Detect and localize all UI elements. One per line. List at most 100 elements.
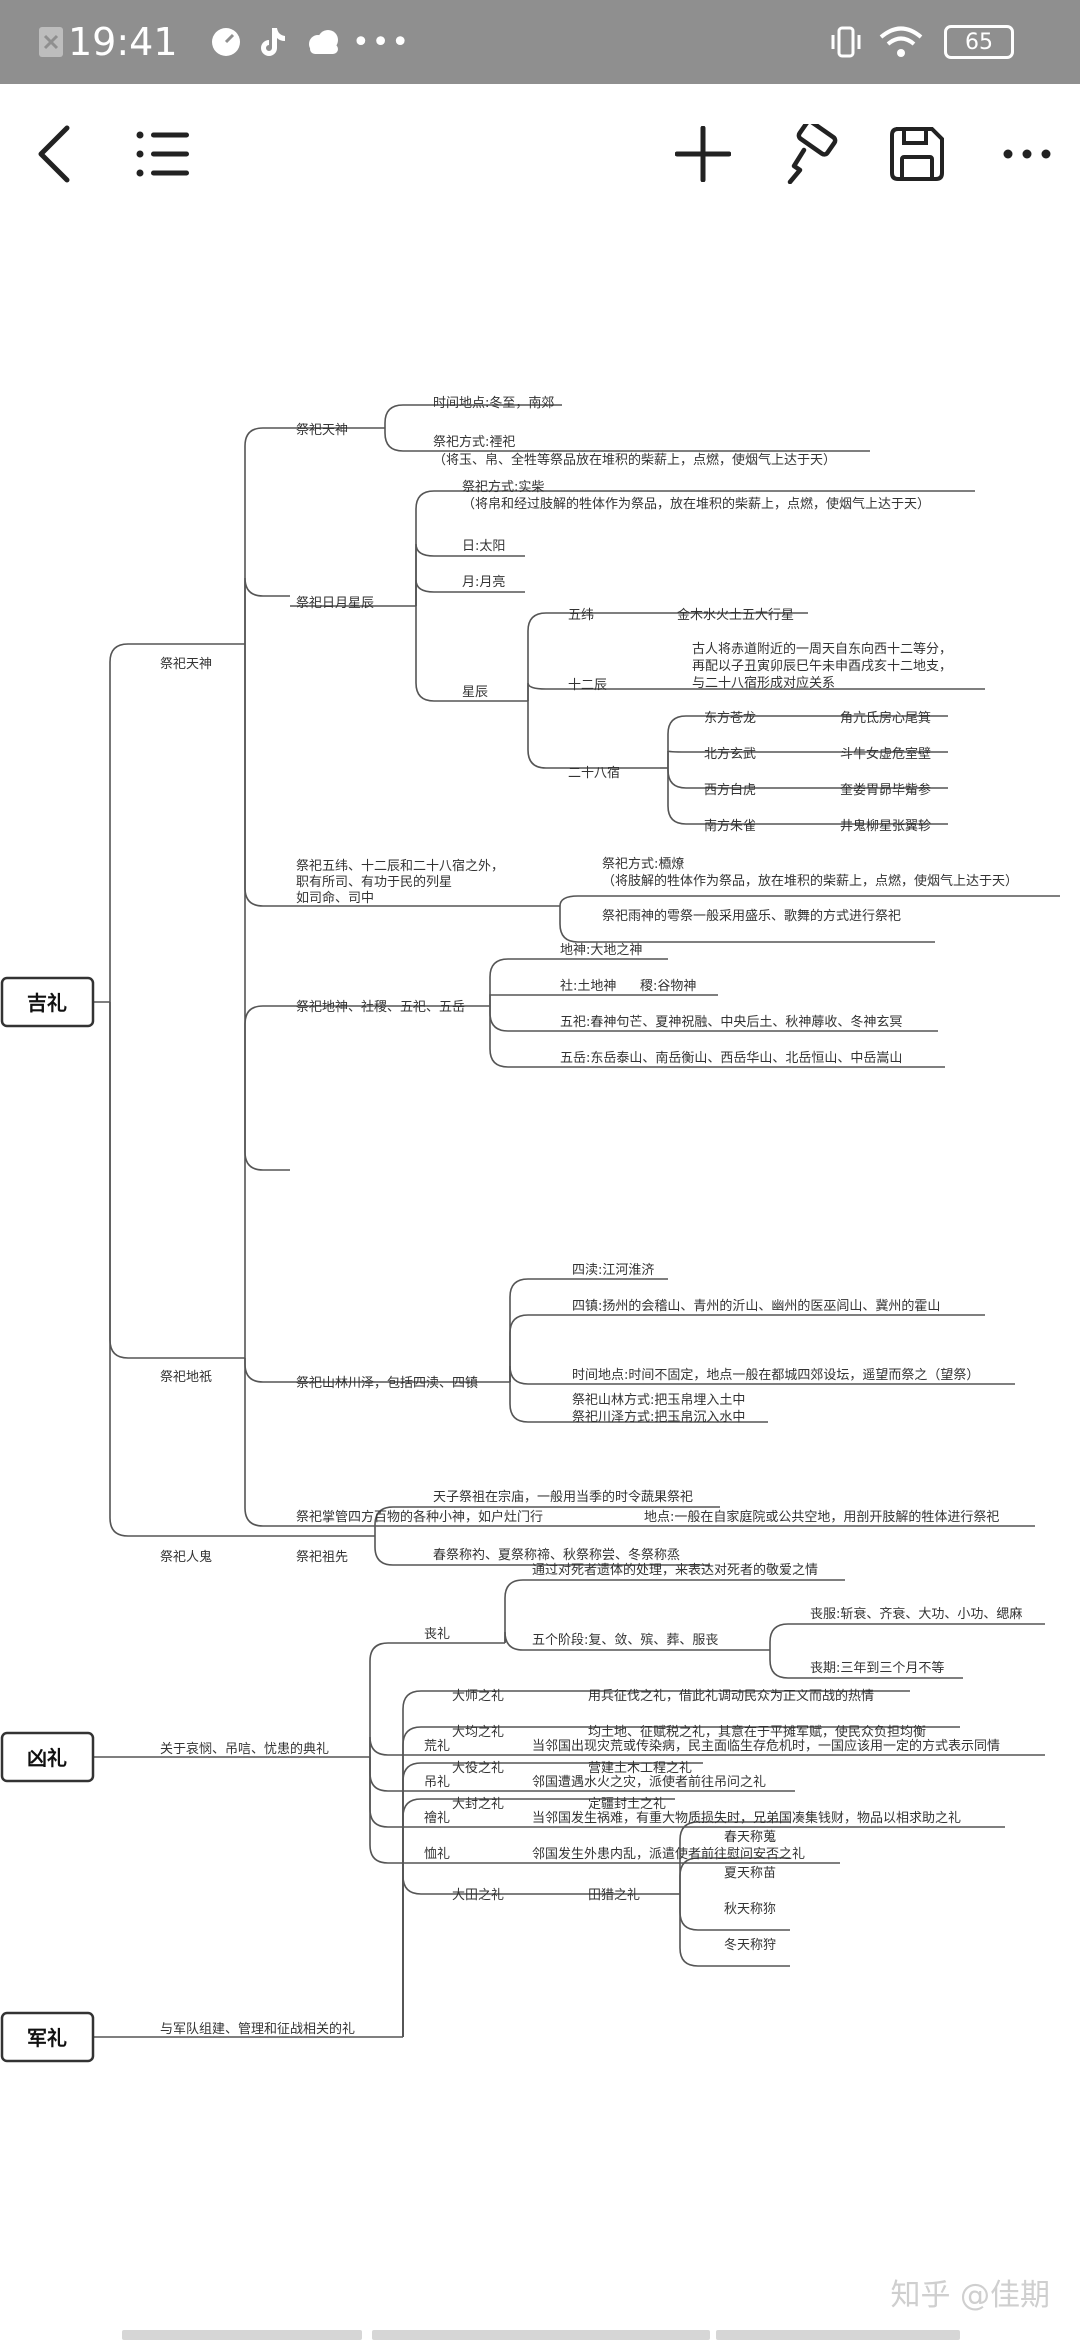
battery-icon: 65 <box>944 0 1014 84</box>
node-south[interactable]: 南方朱雀 <box>704 818 756 834</box>
more-options-button[interactable] <box>992 84 1062 224</box>
node-sidu[interactable]: 四渎:江河淮济 <box>572 1263 654 1278</box>
list-icon <box>136 131 189 177</box>
save-button[interactable] <box>884 84 950 224</box>
status-time: 19:41 <box>68 20 178 64</box>
node-xuli[interactable]: 恤礼 <box>424 1846 450 1862</box>
node-sangli[interactable]: 丧礼 <box>424 1626 450 1642</box>
root-node-xiongli[interactable]: 凶礼 <box>0 1731 95 1783</box>
node-spring[interactable]: 春天称蒐 <box>724 1830 776 1845</box>
node-dajun[interactable]: 大均之礼 <box>452 1724 504 1740</box>
node-riyue-method[interactable]: 祭祀方式:实柴 <box>462 479 544 495</box>
node-xingchen[interactable]: 星辰 <box>462 685 488 700</box>
floppy-disk-icon <box>890 127 944 181</box>
node-seasons[interactable]: 春祭称礿、夏祭称禘、秋祭称尝、冬祭称烝 <box>433 1547 680 1563</box>
page-indicator-1 <box>122 2330 362 2340</box>
node-diqi[interactable]: 祭祀地祇 <box>160 1370 212 1385</box>
node-sangli-2[interactable]: 五个阶段:复、敛、殡、葬、服丧 <box>532 1632 718 1648</box>
root-node-junli[interactable]: 军礼 <box>0 2011 95 2063</box>
node-tianzi[interactable]: 天子祭祖在宗庙，一般用当季的时令蔬果祭祀 <box>433 1489 693 1505</box>
node-sangfu[interactable]: 丧服:斩衰、齐衰、大功、小功、缌麻 <box>810 1606 1022 1622</box>
node-wusi[interactable]: 五祀:春神句芒、夏神祝融、中央后土、秋神蓐收、冬神玄冥 <box>560 1014 902 1030</box>
more-status-icon: ••• <box>352 24 412 60</box>
node-east[interactable]: 东方苍龙 <box>704 710 756 726</box>
node-south-desc[interactable]: 井鬼柳星张翼轸 <box>840 818 931 834</box>
node-guili-desc[interactable]: 当邻国发生祸难，有重大物质损失时，兄弟国凑集钱财，物品以相求助之礼 <box>532 1810 961 1826</box>
plus-icon <box>675 126 731 182</box>
node-dashi-desc[interactable]: 用兵征伐之礼，借此礼调动民众为正义而战的热情 <box>588 1688 874 1704</box>
node-diaoli-desc[interactable]: 邻国遭遇水火之灾，派使者前往吊问之礼 <box>532 1774 766 1790</box>
node-dashi[interactable]: 大师之礼 <box>452 1688 504 1704</box>
node-rain[interactable]: 祭祀雨神的雩祭一般采用盛乐、歌舞的方式进行祭祀 <box>602 908 901 924</box>
node-ji[interactable]: 稷:谷物神 <box>640 978 696 994</box>
root-label-junli: 军礼 <box>27 2026 67 2050</box>
node-other-method[interactable]: 祭祀方式:槱燎 <box>602 856 684 872</box>
node-junli-desc[interactable]: 与军队组建、管理和征战相关的礼 <box>160 2021 355 2037</box>
node-huangli-desc[interactable]: 当邻国出现灾荒或传染病，民主面临生存危机时，一国应该用一定的方式表示同情 <box>532 1738 1000 1754</box>
node-other[interactable]: 祭祀五纬、十二辰和二十八宿之外， <box>296 858 504 874</box>
page-indicator-3 <box>716 2330 960 2340</box>
node-riyue[interactable]: 祭祀日月星辰 <box>296 596 374 611</box>
node-dayi[interactable]: 大役之礼 <box>452 1760 504 1776</box>
node-tian-method[interactable]: 祭祀方式:禋祀 <box>433 434 515 450</box>
format-painter-button[interactable] <box>778 84 844 224</box>
node-tianlie[interactable]: 田猎之礼 <box>588 1887 640 1903</box>
node-zuxian[interactable]: 祭祀祖先 <box>296 1550 348 1565</box>
node-tian-time[interactable]: 时间地点:冬至，南郊 <box>433 395 554 411</box>
back-button[interactable] <box>20 84 90 224</box>
node-she[interactable]: 社:土地神 <box>560 978 616 994</box>
node-shierchen[interactable]: 十二辰 <box>568 678 607 693</box>
node-tian[interactable]: 祭祀天神 <box>296 423 348 438</box>
node-guili[interactable]: 禬礼 <box>424 1810 450 1826</box>
node-autumn[interactable]: 秋天称狝 <box>724 1902 776 1917</box>
cloud-icon <box>304 0 344 84</box>
node-sun[interactable]: 日:太阳 <box>462 539 505 554</box>
node-xiongli-desc[interactable]: 关于哀悯、吊唁、忧患的典礼 <box>160 1741 329 1757</box>
node-sheji[interactable]: 祭祀地神、社稷、五祀、五岳 <box>296 999 465 1015</box>
node-dishen[interactable]: 地神:大地之神 <box>560 943 642 958</box>
paint-roller-icon <box>787 124 838 184</box>
node-other-method-desc: （将肢解的牲体作为祭品，放在堆积的柴薪上，点燃，使烟气上达于天） <box>602 873 1018 889</box>
node-wuyue[interactable]: 五岳:东岳泰山、南岳衡山、西岳华山、北岳恒山、中岳嵩山 <box>560 1050 902 1066</box>
node-shanlin-time[interactable]: 时间地点:时间不固定，地点一般在都城四郊设坛，遥望而祭之（望祭） <box>572 1367 979 1383</box>
add-button[interactable] <box>670 84 736 224</box>
node-sizhen[interactable]: 四镇:扬州的会稽山、青州的沂山、幽州的医巫闾山、冀州的霍山 <box>572 1298 940 1314</box>
node-summer[interactable]: 夏天称苗 <box>724 1866 776 1881</box>
node-sangqi[interactable]: 丧期:三年到三个月不等 <box>810 1660 944 1676</box>
node-west-desc[interactable]: 奎娄胃昴毕觜参 <box>840 782 931 798</box>
node-rengui[interactable]: 祭祀人鬼 <box>160 1549 212 1565</box>
page-indicator-2 <box>372 2330 710 2340</box>
node-east-desc[interactable]: 角亢氐房心尾箕 <box>840 710 931 726</box>
outline-button[interactable] <box>128 84 198 224</box>
speedometer-icon <box>210 0 242 84</box>
root-node-jili[interactable]: 吉礼 <box>0 976 95 1028</box>
node-xiaoshen[interactable]: 祭祀掌管四方百物的各种小神，如户灶门行 <box>296 1509 543 1525</box>
node-shanlin-method-1[interactable]: 祭祀山林方式:把玉帛埋入土中 <box>572 1392 745 1408</box>
node-winter[interactable]: 冬天称狩 <box>724 1937 776 1953</box>
node-tianshen[interactable]: 祭祀天神 <box>160 657 212 672</box>
mind-map: 吉礼 凶礼 军礼 祭祀天神 祭祀地祇 祭祀人鬼 祭祀天神 时间地点:冬至，南郊 … <box>0 395 1060 2063</box>
node-west[interactable]: 西方白虎 <box>704 782 756 798</box>
node-shanlin[interactable]: 祭祀山林川泽，包括四渎、四镇 <box>296 1376 478 1391</box>
node-dafeng-desc[interactable]: 定疆封土之礼 <box>588 1796 666 1812</box>
node-wuwei[interactable]: 五纬 <box>568 608 594 623</box>
node-shanlin-method-2: 祭祀川泽方式:把玉帛沉入水中 <box>572 1409 745 1425</box>
node-dafeng[interactable]: 大封之礼 <box>452 1796 504 1812</box>
node-dayi-desc[interactable]: 营建土木工程之礼 <box>588 1760 692 1776</box>
node-shierchen-desc-1[interactable]: 古人将赤道附近的一周天自东向西十二等分， <box>692 641 952 657</box>
node-xiaoshen-place[interactable]: 地点:一般在自家庭院或公共空地，用剖开肢解的牲体进行祭祀 <box>644 1509 999 1525</box>
node-wuwei-desc[interactable]: 金木水火土五大行星 <box>677 607 794 623</box>
node-xuli-desc[interactable]: 邻国发生外患内乱，派遣使者前往慰问安否之礼 <box>532 1846 805 1862</box>
node-north[interactable]: 北方玄武 <box>704 746 756 762</box>
node-north-desc[interactable]: 斗牛女虚危室壁 <box>840 746 931 762</box>
tiktok-icon <box>258 0 288 84</box>
node-huangli[interactable]: 荒礼 <box>424 1738 450 1754</box>
node-shierchen-desc-2: 再配以子丑寅卯辰巳午未申酉戌亥十二地支， <box>692 658 952 674</box>
node-moon[interactable]: 月:月亮 <box>462 574 505 590</box>
node-ershiba[interactable]: 二十八宿 <box>568 765 620 781</box>
node-diaoli[interactable]: 吊礼 <box>424 1774 450 1790</box>
node-dajun-desc[interactable]: 均土地、征赋税之礼，其意在于平摊军赋，使民众负担均衡 <box>588 1724 926 1740</box>
node-other-3: 如司命、司中 <box>296 890 374 906</box>
node-datian[interactable]: 大田之礼 <box>452 1887 504 1903</box>
node-sangli-1[interactable]: 通过对死者遗体的处理，来表达对死者的敬爱之情 <box>532 1562 818 1578</box>
